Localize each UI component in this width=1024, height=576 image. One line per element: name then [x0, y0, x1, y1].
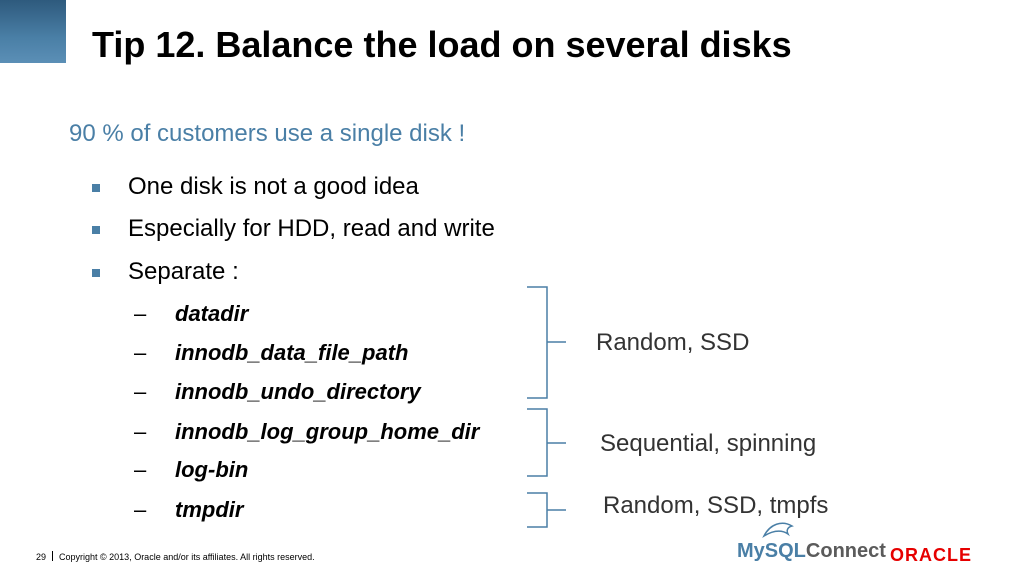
corner-accent-block [0, 0, 66, 63]
group-label-random-ssd-tmpfs: Random, SSD, tmpfs [603, 492, 829, 519]
dash-marker: – [134, 379, 147, 404]
mysql-dolphin-icon [762, 522, 794, 538]
group-label-random-ssd: Random, SSD [596, 329, 750, 356]
connect-logo-text: Connect [805, 540, 886, 562]
footer-separator [52, 551, 54, 561]
copyright-text: Copyright © 2013, Oracle and/or its affi… [59, 552, 315, 562]
bullet-square-icon [92, 184, 100, 192]
dash-marker: – [134, 419, 147, 444]
dash-marker: – [134, 497, 147, 522]
slide-footer: 29 Copyright © 2013, Oracle and/or its af… [36, 551, 315, 562]
sub-item-text: log-bin [175, 457, 249, 482]
bullet-text: Especially for HDD, read and write [128, 215, 495, 242]
brace-sequential-spinning [527, 408, 566, 477]
oracle-logo: ORACLE [890, 545, 972, 565]
dash-marker: – [134, 457, 147, 482]
brace-random-ssd [527, 286, 566, 399]
sub-item-text: innodb_undo_directory [175, 379, 421, 404]
brace-random-ssd-tmpfs [527, 492, 566, 528]
dash-marker: – [134, 340, 147, 365]
sub-item-text: datadir [175, 301, 249, 326]
sub-item-text: innodb_data_file_path [175, 340, 409, 365]
slide-title: Tip 12. Balance the load on several disk… [92, 24, 792, 65]
page-number: 29 [36, 552, 47, 562]
mysql-logo-text: MySQL [737, 540, 806, 562]
group-label-sequential-spinning: Sequential, spinning [600, 430, 817, 457]
slide-subtitle: 90 % of customers use a single disk ! [69, 120, 466, 147]
sub-item-text: innodb_log_group_home_dir [175, 419, 480, 444]
bullet-square-icon [92, 269, 100, 277]
bullet-text: One disk is not a good idea [128, 173, 419, 200]
bullet-square-icon [92, 226, 100, 234]
bullet-text: Separate : [128, 258, 239, 285]
mysql-connect-logo: MySQLConnect [737, 540, 886, 563]
dash-marker: – [134, 301, 147, 326]
sub-item-text: tmpdir [175, 497, 244, 522]
